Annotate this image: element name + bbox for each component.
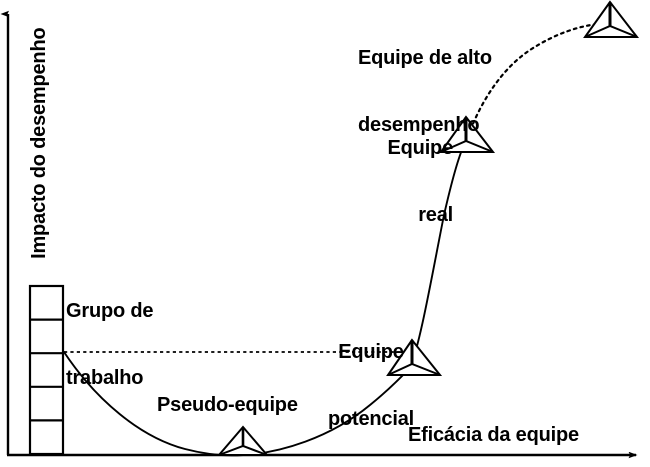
node-label-line-2: desempenho: [358, 113, 480, 136]
node-label-line-2: potencial: [328, 407, 414, 430]
pyramid-icon-equipe-potencial: [386, 338, 443, 376]
node-label-line-2: trabalho: [66, 366, 144, 389]
node-label-line-2: real: [418, 203, 453, 226]
y-axis-label: Impacto do desempenho: [27, 27, 50, 259]
node-label-line-1: Grupo de: [66, 299, 154, 322]
pyramid-icon-pseudo-equipe: [216, 425, 270, 456]
node-label-pseudo-equipe: Pseudo-equipe: [157, 394, 298, 416]
node-label-line-1: Equipe de alto: [358, 46, 492, 69]
pyramid-icon-equipe-de-alto-desempenho: [583, 0, 640, 38]
node-label-line-1: Equipe: [387, 136, 454, 159]
node-label-equipe-real: Equipe real: [369, 92, 454, 271]
node-label-line-1: Equipe: [338, 340, 404, 363]
x-axis-label: Eficácia da equipe: [408, 424, 579, 446]
node-label-equipe-de-alto-desempenho: Equipe de alto desempenho: [358, 2, 492, 181]
connector-performance-curve: [63, 144, 465, 457]
node-label-grupo-de-trabalho: Grupo de trabalho: [66, 255, 153, 434]
ladder-stack-icon: [28, 284, 65, 456]
node-label-equipe-potencial: Equipe potencial: [292, 296, 450, 467]
pyramid-icon-equipe-real: [439, 115, 496, 153]
connector-dotted-projection: [466, 22, 600, 138]
